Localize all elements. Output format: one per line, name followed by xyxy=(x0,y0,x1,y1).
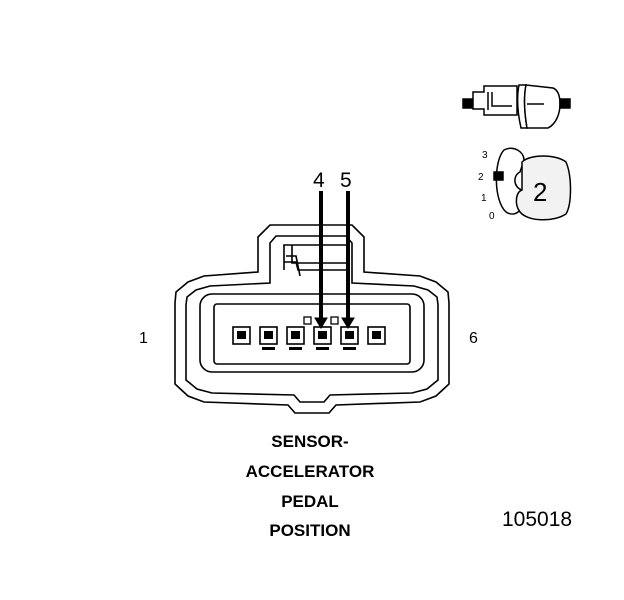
pin-slot-3 xyxy=(286,326,305,350)
title-line-2: ACCELERATOR xyxy=(245,462,375,481)
housing-outer-outline xyxy=(174,224,450,414)
side-view-latch xyxy=(487,92,512,110)
housing-inner-outline xyxy=(185,235,439,403)
pin-lock-tab xyxy=(262,347,275,350)
pin-slot-2 xyxy=(259,326,278,350)
side-view-left-tab xyxy=(462,98,474,109)
position-label-0: 0 xyxy=(489,211,495,222)
pin-start-label: 1 xyxy=(139,330,148,347)
position-label-1: 1 xyxy=(481,193,487,204)
pin-cavity-outer xyxy=(199,293,425,373)
side-view-housing xyxy=(523,84,561,129)
position-label-3: 3 xyxy=(482,150,488,161)
pin-terminal xyxy=(264,331,273,339)
lock-dial-cap xyxy=(515,155,572,221)
lock-position-value: 2 xyxy=(533,177,547,207)
pin-terminal xyxy=(372,331,381,339)
pin-slot-6 xyxy=(367,326,386,345)
figure-number: 105018 xyxy=(502,508,573,531)
title-line-4: POSITION xyxy=(269,521,351,540)
title-line-3: PEDAL xyxy=(281,492,339,511)
side-view-plug xyxy=(472,85,518,116)
pin-terminal xyxy=(291,331,300,339)
callout-5-arrowhead xyxy=(341,317,355,329)
pin-slots xyxy=(232,326,386,350)
position-label-2: 2 xyxy=(478,172,484,183)
pin-lock-tab xyxy=(343,347,356,350)
pin-lock-tab xyxy=(289,347,302,350)
lock-dial-marker xyxy=(493,171,504,181)
callout-4-label: 4 xyxy=(313,169,325,192)
pin-terminal xyxy=(345,331,354,339)
pin-end-label: 6 xyxy=(469,330,478,347)
pin-4-marker xyxy=(303,316,312,325)
pin-slot-5 xyxy=(340,326,359,350)
callout-4-arrowhead xyxy=(314,317,328,329)
housing-latch xyxy=(283,244,346,277)
callout-leaders xyxy=(314,191,355,329)
connector-side-view-icon xyxy=(462,84,571,129)
pin-cavity-inner xyxy=(213,303,411,365)
pin-lock-tab xyxy=(316,347,329,350)
lock-position-icon xyxy=(493,147,572,221)
pin-terminal xyxy=(237,331,246,339)
title-line-1: SENSOR- xyxy=(271,432,349,451)
side-view-right-tab xyxy=(559,98,571,109)
pin-slot-1 xyxy=(232,326,251,345)
pin-terminal xyxy=(318,331,327,339)
connector-housing xyxy=(174,224,450,414)
callout-5-label: 5 xyxy=(340,169,352,192)
pin-5-marker xyxy=(330,316,339,325)
pin-slot-4 xyxy=(313,326,332,350)
